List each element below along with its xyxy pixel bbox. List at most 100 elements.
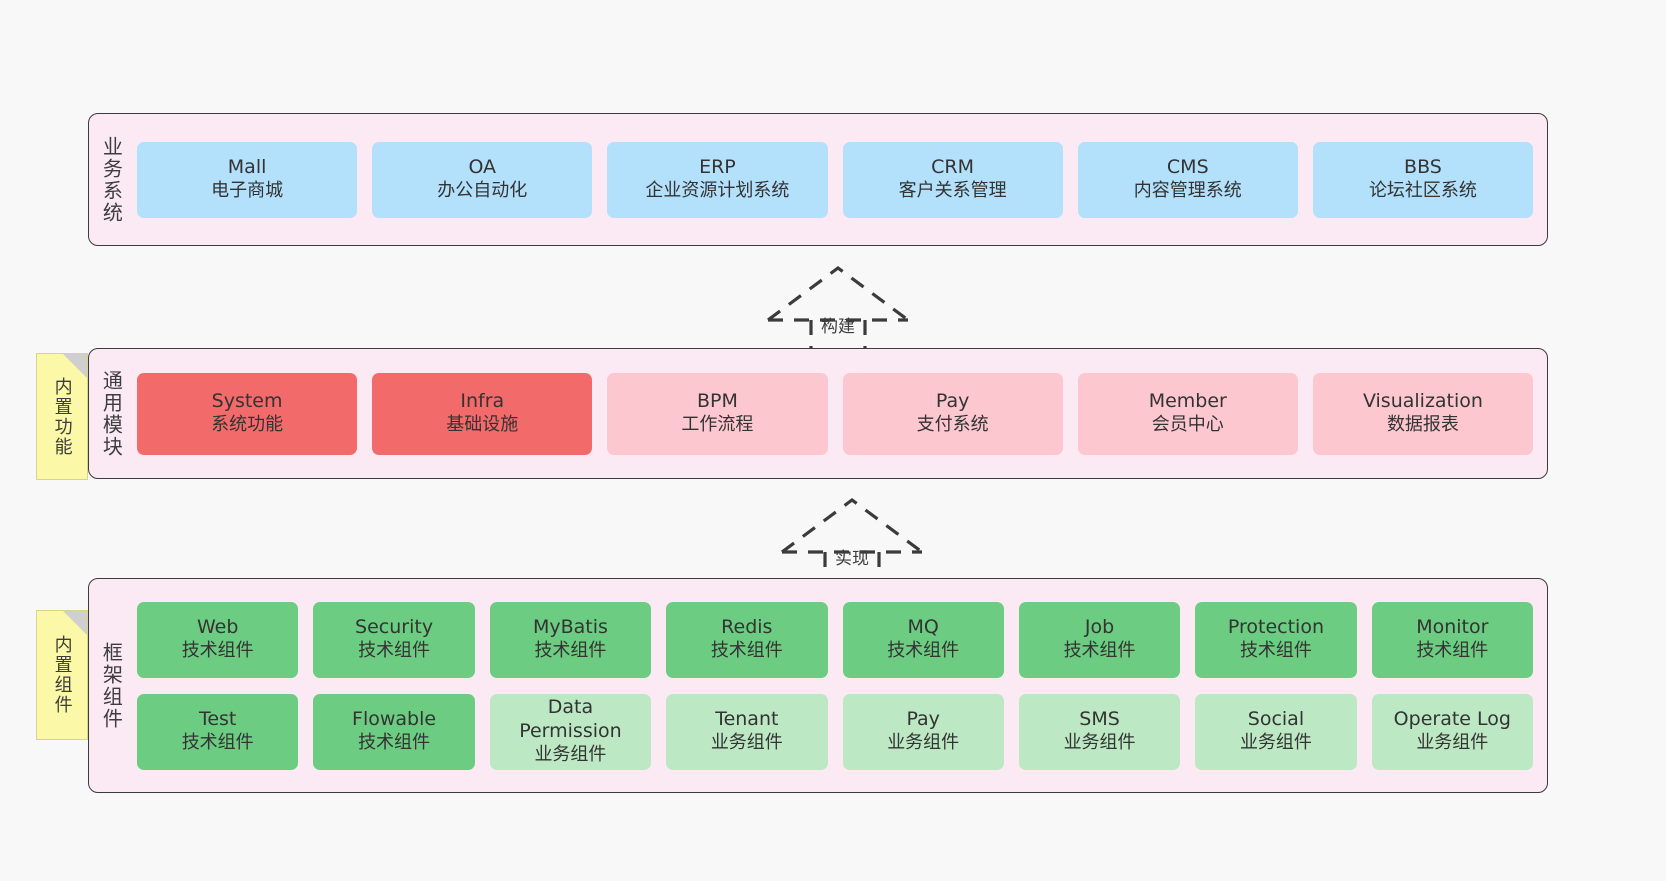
framework-item-pay[interactable]: Pay 业务组件: [842, 693, 1004, 770]
framework-item-data-permission[interactable]: Data Permission 业务组件: [489, 693, 652, 770]
item-title: Job: [1084, 616, 1115, 639]
item-title: Social: [1247, 708, 1305, 731]
business-item-crm[interactable]: CRM 客户关系管理: [842, 141, 1063, 218]
item-subtitle: 技术组件: [887, 640, 960, 662]
item-title: Member: [1148, 390, 1227, 413]
connector-realize: 实现: [772, 490, 932, 585]
item-subtitle: 技术组件: [181, 732, 254, 754]
item-subtitle: 内容管理系统: [1133, 180, 1242, 202]
framework-item-test[interactable]: Test 技术组件: [137, 693, 299, 770]
business-item-bbs[interactable]: BBS 论坛社区系统: [1312, 141, 1534, 218]
dashed-generalization-arrow-icon: [781, 498, 923, 585]
framework-item-redis[interactable]: Redis 技术组件: [666, 601, 828, 678]
business-item-mall[interactable]: Mall 电子商城: [137, 141, 358, 218]
dashed-generalization-arrow-icon: [767, 266, 909, 353]
framework-business-row: Test 技术组件 Flowable 技术组件 Data Permission …: [137, 693, 1533, 770]
layer-framework-label: 框架组件: [99, 641, 124, 730]
layer-modules-label: 通用模块: [99, 369, 124, 458]
framework-item-operate-log[interactable]: Operate Log 业务组件: [1371, 693, 1533, 770]
item-title: Pay: [935, 390, 970, 413]
item-title: System: [211, 390, 283, 413]
item-title: Mall: [227, 156, 267, 179]
item-title: Security: [355, 616, 434, 639]
framework-item-monitor[interactable]: Monitor 技术组件: [1371, 601, 1533, 678]
item-subtitle: 技术组件: [710, 640, 783, 662]
framework-item-sms[interactable]: SMS 业务组件: [1018, 693, 1181, 770]
item-title: Tenant: [715, 708, 779, 731]
item-subtitle: 工作流程: [681, 414, 754, 436]
item-title: BBS: [1404, 156, 1442, 179]
item-title: CRM: [931, 156, 975, 179]
item-subtitle: 数据报表: [1386, 414, 1459, 436]
layer-framework-body: Web 技术组件 Security 技术组件 MyBatis 技术组件 Redi…: [133, 579, 1547, 792]
business-item-oa[interactable]: OA 办公自动化: [372, 141, 593, 218]
framework-item-job[interactable]: Job 技术组件: [1018, 601, 1181, 678]
item-subtitle: 业务组件: [1063, 732, 1136, 754]
item-title: BPM: [696, 390, 738, 413]
framework-item-web[interactable]: Web 技术组件: [137, 601, 299, 678]
framework-item-tenant[interactable]: Tenant 业务组件: [666, 693, 828, 770]
layer-modules-body: System 系统功能 Infra 基础设施 BPM 工作流程 Pay 支付系统…: [133, 349, 1547, 478]
module-item-system[interactable]: System 系统功能: [137, 372, 358, 455]
business-item-cms[interactable]: CMS 内容管理系统: [1077, 141, 1298, 218]
layer-common-modules: 通用模块 System 系统功能 Infra 基础设施 BPM 工作流程 Pay…: [88, 348, 1548, 479]
sticky-note-label: 内置功能: [51, 376, 73, 457]
module-item-bpm[interactable]: BPM 工作流程: [607, 372, 828, 455]
framework-tech-row: Web 技术组件 Security 技术组件 MyBatis 技术组件 Redi…: [137, 601, 1533, 678]
connector-build: 构建: [758, 258, 918, 353]
sticky-note-builtin-features: 内置功能: [36, 353, 88, 480]
layer-business-body: Mall 电子商城 OA 办公自动化 ERP 企业资源计划系统 CRM 客户关系…: [133, 114, 1547, 245]
business-items-row: Mall 电子商城 OA 办公自动化 ERP 企业资源计划系统 CRM 客户关系…: [137, 141, 1534, 218]
item-title: Test: [198, 708, 237, 731]
module-item-infra[interactable]: Infra 基础设施: [372, 372, 593, 455]
item-subtitle: 基础设施: [446, 414, 519, 436]
item-subtitle: 论坛社区系统: [1368, 180, 1477, 202]
item-subtitle: 技术组件: [358, 640, 431, 662]
item-title: Flowable: [352, 708, 437, 731]
item-subtitle: 企业资源计划系统: [645, 180, 790, 202]
modules-items-row: System 系统功能 Infra 基础设施 BPM 工作流程 Pay 支付系统…: [137, 372, 1534, 455]
item-subtitle: 技术组件: [1063, 640, 1136, 662]
item-title: Redis: [721, 616, 773, 639]
sticky-note-label: 内置组件: [51, 635, 73, 715]
connector-realize-label: 实现: [835, 549, 869, 569]
item-subtitle: 办公自动化: [437, 180, 528, 202]
item-subtitle: 技术组件: [358, 732, 431, 754]
item-title: Infra: [460, 390, 505, 413]
item-subtitle: 技术组件: [534, 640, 607, 662]
item-subtitle: 业务组件: [534, 744, 607, 766]
module-item-member[interactable]: Member 会员中心: [1077, 372, 1298, 455]
item-subtitle: 技术组件: [181, 640, 254, 662]
layer-business-systems: 业务系统 Mall 电子商城 OA 办公自动化 ERP 企业资源计划系统 CRM…: [88, 113, 1548, 246]
layer-business-label: 业务系统: [99, 135, 124, 224]
item-subtitle: 技术组件: [1416, 640, 1489, 662]
item-title: Web: [196, 616, 239, 639]
framework-item-protection[interactable]: Protection 技术组件: [1195, 601, 1357, 678]
item-title: SMS: [1079, 708, 1120, 731]
framework-item-mybatis[interactable]: MyBatis 技术组件: [489, 601, 652, 678]
item-title: ERP: [699, 156, 736, 179]
framework-item-social[interactable]: Social 业务组件: [1195, 693, 1357, 770]
item-title: Operate Log: [1393, 708, 1511, 731]
framework-item-mq[interactable]: MQ 技术组件: [842, 601, 1004, 678]
item-subtitle: 业务组件: [1416, 732, 1489, 754]
item-title: Data Permission: [519, 696, 622, 743]
module-item-visualization[interactable]: Visualization 数据报表: [1312, 372, 1534, 455]
connector-build-label: 构建: [821, 317, 855, 337]
item-subtitle: 系统功能: [211, 414, 284, 436]
module-item-pay[interactable]: Pay 支付系统: [842, 372, 1063, 455]
item-title: Pay: [906, 708, 940, 731]
item-subtitle: 业务组件: [1239, 732, 1312, 754]
framework-item-flowable[interactable]: Flowable 技术组件: [313, 693, 475, 770]
item-title: MQ: [907, 616, 939, 639]
business-item-erp[interactable]: ERP 企业资源计划系统: [607, 141, 828, 218]
item-subtitle: 会员中心: [1151, 414, 1224, 436]
item-subtitle: 业务组件: [887, 732, 960, 754]
item-subtitle: 支付系统: [916, 414, 989, 436]
item-title: Visualization: [1362, 390, 1483, 413]
framework-item-security[interactable]: Security 技术组件: [313, 601, 475, 678]
item-title: OA: [468, 156, 497, 179]
sticky-note-builtin-components: 内置组件: [36, 610, 88, 740]
item-subtitle: 客户关系管理: [898, 180, 1007, 202]
